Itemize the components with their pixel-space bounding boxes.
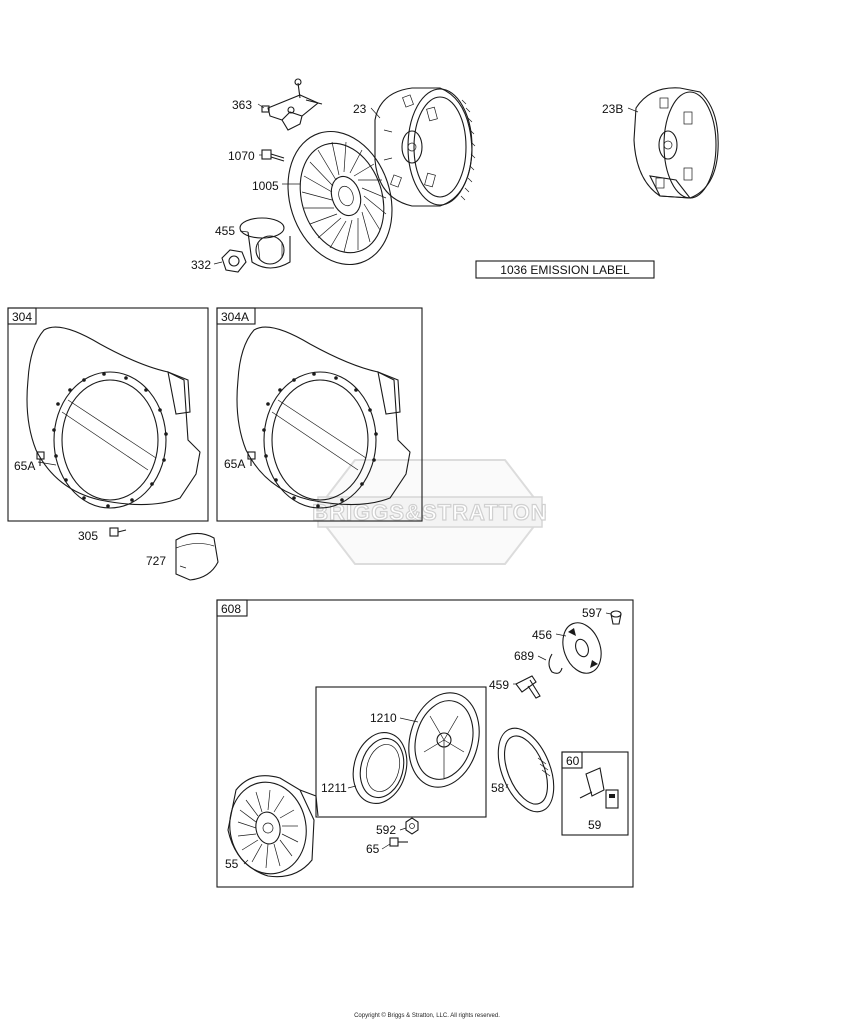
part-1005-fan	[287, 130, 393, 266]
callout-1211: 1211	[321, 781, 347, 795]
callout-597: 597	[582, 606, 602, 620]
bottom-leader-lines	[37, 461, 612, 865]
part-455-cup	[239, 217, 291, 269]
part-305-screw	[109, 527, 127, 537]
box-608	[216, 599, 634, 888]
part-1070-bolt	[261, 149, 285, 162]
callout-1005: 1005	[252, 179, 279, 193]
part-60-handle	[579, 767, 605, 799]
part-304A-blower-housing	[236, 326, 411, 509]
callout-55: 55	[225, 857, 239, 871]
callout-59: 59	[588, 818, 602, 832]
callout-459: 459	[489, 678, 509, 692]
callout-727: 727	[146, 554, 166, 568]
watermark-text: BRIGGS&STRATTON	[312, 500, 547, 525]
part-55-starter-housing	[227, 775, 319, 878]
part-23-flywheel	[374, 87, 476, 207]
part-304-blower-housing	[26, 326, 201, 509]
callout-455: 455	[215, 224, 235, 238]
box-60	[561, 751, 629, 836]
box-label-60: 60	[566, 754, 580, 768]
part-58-rope	[497, 727, 555, 813]
part-65A-screw-2	[247, 451, 256, 466]
callout-689: 689	[514, 649, 534, 663]
box-304-tab	[7, 307, 37, 325]
callout-23: 23	[353, 102, 367, 116]
part-1210-pulley	[408, 692, 480, 788]
box-608-tab	[216, 599, 248, 617]
part-592-nut	[405, 817, 419, 835]
callout-456: 456	[532, 628, 552, 642]
part-59-insert	[605, 789, 619, 809]
callout-65A-left: 65A	[14, 459, 35, 473]
part-65-screw	[389, 837, 408, 847]
box-304A	[216, 307, 423, 522]
callout-305: 305	[78, 529, 98, 543]
part-597-screw	[610, 610, 622, 625]
part-1211-spring	[352, 732, 408, 804]
box-label-608: 608	[221, 602, 241, 616]
part-459-pawl	[515, 675, 541, 699]
part-332-nut	[221, 249, 247, 273]
callout-592: 592	[376, 823, 396, 837]
callout-1036-emission-label: 1036 EMISSION LABEL	[500, 263, 630, 277]
top-leader-lines	[213, 103, 639, 265]
box-label-304A: 304A	[221, 310, 249, 324]
callout-65A-right: 65A	[224, 457, 245, 471]
box-pulley-spring	[315, 686, 487, 818]
callout-65: 65	[366, 842, 380, 856]
part-689-clip	[548, 653, 563, 674]
callout-58: 58	[491, 781, 505, 795]
callout-labels: 363 23 23B 1070 1005 455 332 1036 EMISSI…	[12, 98, 630, 871]
callout-332: 332	[191, 258, 211, 272]
emission-label-box	[475, 260, 655, 279]
part-727-cover	[175, 532, 219, 581]
callout-23B: 23B	[602, 102, 623, 116]
box-60-tab	[561, 751, 583, 769]
part-23B-flywheel	[633, 87, 719, 199]
box-label-304: 304	[12, 310, 32, 324]
box-304	[7, 307, 209, 522]
box-304A-tab	[216, 307, 256, 325]
copyright-notice: Copyright © Briggs & Stratton, LLC. All …	[354, 1013, 500, 1019]
callout-363: 363	[232, 98, 252, 112]
callout-1210: 1210	[370, 711, 397, 725]
part-456-retainer	[562, 622, 602, 674]
brand-watermark: BRIGGS&STRATTON	[312, 459, 547, 565]
callout-1070: 1070	[228, 149, 255, 163]
part-363-bracket	[261, 78, 323, 131]
